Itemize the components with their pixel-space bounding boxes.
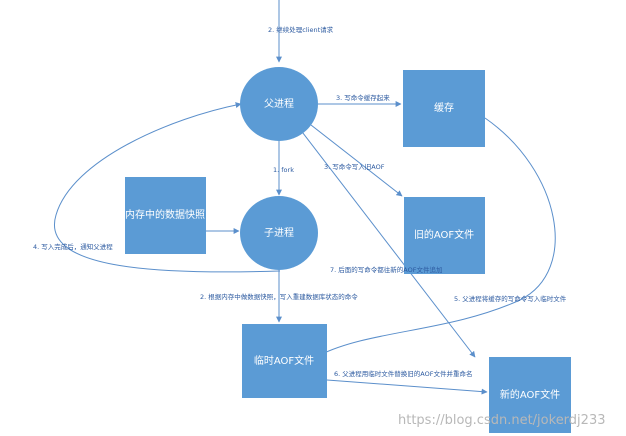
snapshot-node: 内存中的数据快照 (125, 177, 206, 254)
old-aof-node: 旧的AOF文件 (404, 197, 485, 274)
edge-temp-to-new-aof (326, 379, 488, 395)
edge-parent-to-old-aof (310, 124, 403, 197)
cache-node: 缓存 (403, 70, 485, 147)
new-aof-label: 新的AOF文件 (500, 388, 560, 401)
cache-label: 缓存 (434, 101, 454, 114)
label-write-old-aof: 3. 写命令写入旧AOF (324, 162, 385, 171)
label-replace-old-aof: 6. 父进程用临时文件替换旧的AOF文件并重命名 (334, 369, 472, 378)
edge-cache-to-temp-aof (319, 117, 556, 356)
label-new-writes: 7. 后面的写命令都往新的AOF文件追加 (330, 265, 442, 274)
label-rebuild-commands: 2. 根据内存中做数据快照，写入重建数据库状态的命令 (200, 292, 358, 301)
temp-aof-node: 临时AOF文件 (242, 324, 327, 398)
child-process-node: 子进程 (240, 196, 318, 270)
edge-notify-parent (53, 102, 281, 273)
edge-new-writes (295, 123, 476, 358)
label-write-cache: 3. 写命令缓存起来 (336, 93, 390, 102)
child-process-label: 子进程 (264, 227, 294, 239)
parent-process-node: 父进程 (240, 67, 318, 141)
snapshot-label: 内存中的数据快照 (125, 208, 205, 221)
label-notify-parent: 4. 写入完成后，通知父进程 (33, 242, 113, 251)
temp-aof-label: 临时AOF文件 (254, 354, 314, 367)
parent-process-label: 父进程 (264, 98, 294, 110)
label-fork: 1. fork (273, 166, 294, 174)
watermark: https://blog.csdn.net/jokerdj233 (398, 413, 605, 428)
label-buffer-to-temp: 5. 父进程将缓存的写命令写入临时文件 (454, 294, 567, 303)
label-continue-client: 2. 继续处理client请求 (268, 25, 334, 34)
old-aof-label: 旧的AOF文件 (414, 228, 474, 241)
new-aof-node: 新的AOF文件 (489, 357, 571, 433)
